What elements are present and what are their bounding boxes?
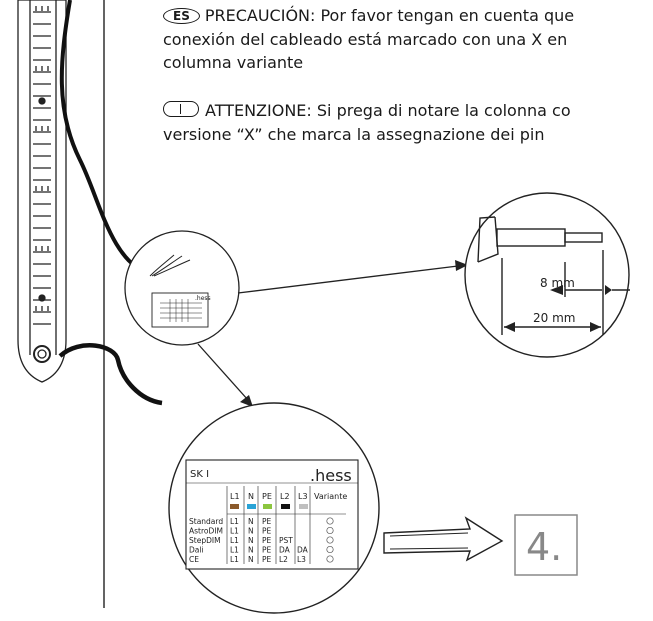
column-variante: Variante xyxy=(314,492,347,501)
label-cell: L1 xyxy=(230,536,239,545)
column-n: N xyxy=(248,492,254,501)
note-es-line-3: columna variante xyxy=(163,53,304,72)
label-cell: PE xyxy=(262,536,272,545)
column-l3: L3 xyxy=(298,492,308,501)
label-cell: PST xyxy=(279,536,293,545)
label-cell: PE xyxy=(262,546,272,555)
total-length-label: 20 mm xyxy=(533,311,575,325)
label-row-name: StepDIM xyxy=(189,536,221,545)
color-swatch-3 xyxy=(263,504,272,509)
column-l2: L2 xyxy=(280,492,290,501)
wire-conductor xyxy=(564,232,603,243)
label-cell: N xyxy=(248,555,254,564)
luminaire xyxy=(17,0,67,383)
label-row-name: Dali xyxy=(189,546,204,555)
connection-label xyxy=(185,459,359,570)
label-cell: N xyxy=(248,536,254,545)
color-swatch-4 xyxy=(281,504,290,509)
label-cell: L1 xyxy=(230,555,239,564)
leader-arrows xyxy=(197,260,468,407)
label-cell: DA xyxy=(279,546,291,555)
outlet-cable xyxy=(58,343,163,406)
strip-length-label: 8 mm xyxy=(540,276,575,290)
label-row-name: Standard xyxy=(189,517,223,526)
luminaire-ribs xyxy=(33,6,51,325)
label-cell: N xyxy=(248,546,254,555)
variante-checkbox xyxy=(326,526,334,535)
label-model: SK I xyxy=(190,469,209,480)
variante-checkbox xyxy=(326,536,334,544)
label-cell: PE xyxy=(262,555,272,564)
supply-cable xyxy=(59,0,151,277)
label-cell: DA xyxy=(297,546,309,555)
label-brand: .hess xyxy=(310,466,352,485)
step-box xyxy=(514,514,578,576)
wire-strip-detail xyxy=(464,192,630,358)
next-step-arrow xyxy=(383,516,504,562)
svg-text:.hess: .hess xyxy=(195,295,211,302)
mounting-screw-top xyxy=(38,97,46,105)
note-it: ATTENZIONE: Si prega di notare la colonn… xyxy=(163,100,571,121)
column-color-swatches xyxy=(230,504,308,509)
note-es-line-2: conexión del cableado está marcado con u… xyxy=(163,30,568,49)
cable-gland xyxy=(33,345,51,363)
label-detail xyxy=(168,402,380,614)
label-row-name: CE xyxy=(189,555,199,564)
label-cell: L1 xyxy=(230,546,239,555)
mounting-screw-bottom xyxy=(38,294,46,302)
label-cell: N xyxy=(248,517,254,526)
label-cell: N xyxy=(248,527,254,536)
color-swatch-2 xyxy=(247,504,256,509)
note-it-line-1: ATTENZIONE: Si prega di notare la colonn… xyxy=(205,101,571,120)
color-swatch-5 xyxy=(299,504,308,509)
label-cell: L1 xyxy=(230,517,239,526)
color-swatch-1 xyxy=(230,504,239,509)
note-it-line-2: versione “X” che marca la assegnazione d… xyxy=(163,125,545,144)
column-pe: PE xyxy=(262,492,272,501)
it-language-badge xyxy=(163,101,199,117)
label-row-name: AstroDIM xyxy=(189,527,223,536)
label-cell: PE xyxy=(262,517,272,526)
variante-checkbox xyxy=(326,545,334,554)
variante-checkbox xyxy=(326,555,334,563)
column-l1: L1 xyxy=(230,492,240,501)
label-cell: L1 xyxy=(230,527,239,536)
detail-circle-small: .hess xyxy=(124,230,240,346)
label-cell: L2 xyxy=(279,555,288,564)
label-cell: PE xyxy=(262,527,272,536)
label-column-headers: L1 N PE L2 L3 Variante xyxy=(230,492,347,501)
note-es-line-1: PRECAUCIÓN: Por favor tengan en cuenta q… xyxy=(204,6,575,25)
mini-label xyxy=(151,292,209,328)
variante-checkbox xyxy=(326,517,334,525)
label-cell: L3 xyxy=(297,555,306,564)
es-language-badge: ES xyxy=(163,8,200,24)
step-number: 4. xyxy=(526,525,562,569)
